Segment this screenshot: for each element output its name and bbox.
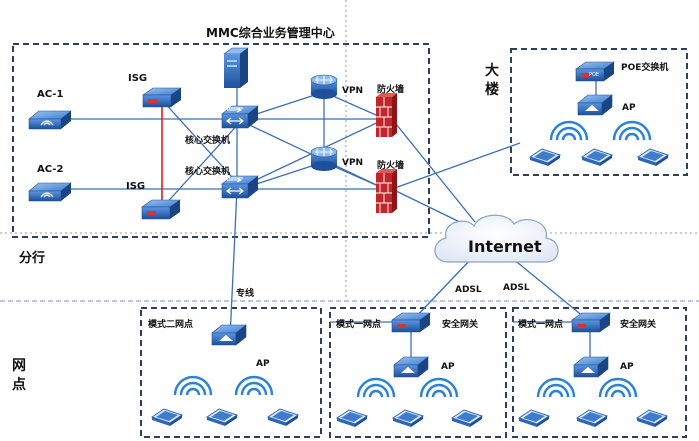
internet-cloud (434, 214, 559, 263)
vpn-bottom-label: VPN (342, 158, 363, 168)
region-building-char-2: 楼 (485, 81, 499, 98)
ac1-icon (28, 110, 72, 130)
isg-top-label: ISG (128, 73, 147, 84)
mode2-outlet-label: 模式二网点 (148, 318, 193, 330)
dedicated-line-label: 专线 (236, 287, 254, 299)
region-building-label: 大 楼 (485, 62, 499, 98)
region-outlets-char-1: 网 (12, 358, 26, 374)
terminal-icon (336, 409, 368, 428)
region-outlets-label: 网 点 (12, 358, 26, 393)
security-gateway-a-label: 安全网关 (442, 318, 478, 330)
adsl-left-label: ADSL (455, 285, 482, 295)
firewall-bottom-icon (375, 168, 398, 214)
ac2-label: AC-2 (37, 164, 63, 175)
mode1-outlet-a-label: 模式一网点 (336, 318, 381, 330)
vpn-router-top-icon (310, 74, 338, 100)
ap-building-label: AP (622, 103, 636, 113)
security-gateway-b-icon (571, 312, 611, 333)
wifi-icon (173, 375, 213, 397)
core-switch-top-label: 核心交换机 (185, 134, 230, 146)
vpn-top-label: VPN (342, 86, 363, 96)
ap-building-icon (577, 94, 613, 116)
wifi-icon (549, 120, 589, 142)
wifi-icon (419, 377, 459, 399)
security-gateway-b-label: 安全网关 (620, 318, 656, 330)
isg-top-icon (142, 87, 182, 108)
terminal-icon (451, 409, 483, 428)
firewall-top-icon (375, 92, 398, 138)
terminal-icon (637, 148, 669, 167)
core-switch-bottom-label: 核心交换机 (185, 165, 230, 177)
firewall-top-label: 防火墙 (377, 83, 404, 95)
region-branch-label: 分行 (19, 250, 45, 266)
terminal-icon (392, 409, 424, 428)
poe-badge: POE (589, 72, 599, 78)
terminal-icon (206, 408, 238, 427)
poe-switch-label: POE交换机 (621, 61, 668, 73)
terminal-icon (518, 409, 550, 428)
mode1-outlet-box-a (329, 307, 507, 438)
region-building-char-1: 大 (485, 62, 499, 79)
ac1-label: AC-1 (37, 89, 63, 100)
security-gateway-a-icon (391, 312, 431, 333)
ac2-icon (28, 182, 72, 202)
isg-bottom-label: ISG (126, 181, 145, 192)
terminal-icon (267, 408, 299, 427)
wifi-icon (234, 375, 274, 397)
core-switch-bottom-icon (221, 175, 259, 199)
wifi-icon (612, 120, 652, 142)
adsl-right-label: ADSL (503, 283, 530, 293)
ap-mode2-icon (211, 324, 247, 346)
internet-label: Internet (468, 237, 542, 256)
vpn-router-bottom-icon (310, 146, 338, 172)
mode1-outlet-b-label: 模式一网点 (518, 318, 563, 330)
ap-mode1-b-label: AP (620, 362, 634, 372)
isg-bottom-icon (141, 199, 181, 220)
ap-mode2-label: AP (256, 359, 270, 369)
terminal-icon (581, 148, 613, 167)
core-switch-top-icon (221, 105, 259, 129)
ap-mode1-b-icon (573, 356, 609, 378)
region-outlets-char-2: 点 (12, 376, 26, 393)
wifi-icon (356, 377, 396, 399)
wifi-icon (536, 377, 576, 399)
network-links (55, 80, 597, 365)
terminal-icon (576, 409, 608, 428)
firewall-bottom-label: 防火墙 (377, 159, 404, 171)
branch-box (12, 43, 430, 238)
terminal-icon (529, 148, 561, 167)
diagram-title: MMC综合业务管理中心 (206, 25, 335, 40)
wifi-icon (598, 377, 638, 399)
ap-mode1-a-icon (393, 356, 429, 378)
ap-mode1-a-label: AP (441, 362, 455, 372)
building-box (510, 48, 688, 176)
server-icon (223, 47, 249, 89)
terminal-icon (636, 409, 668, 428)
terminal-icon (151, 408, 183, 427)
